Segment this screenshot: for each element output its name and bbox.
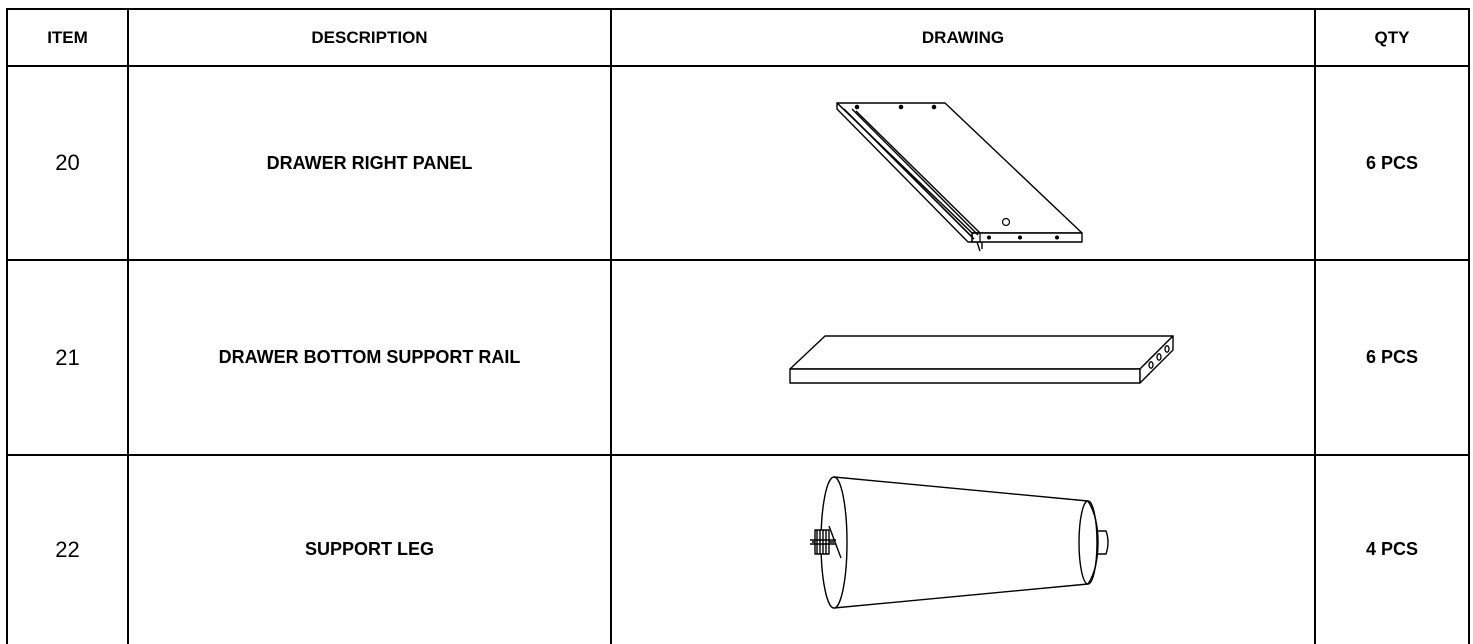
table-row: 22 SUPPORT LEG <box>6 453 1470 644</box>
item-number: 22 <box>6 453 129 644</box>
header-row: ITEM DESCRIPTION DRAWING QTY <box>6 7 1470 68</box>
header-qty: QTY <box>1314 7 1470 68</box>
support-leg-drawing <box>810 476 1109 609</box>
item-quantity: 6 PCS <box>1314 259 1470 456</box>
parts-table: ITEM DESCRIPTION DRAWING QTY 20 DRAWER R… <box>6 7 1470 644</box>
table-row: 21 DRAWER BOTTOM SUPPORT RAIL 6 PCS <box>6 259 1470 456</box>
header-description: DESCRIPTION <box>127 7 612 68</box>
item-quantity: 4 PCS <box>1314 453 1470 644</box>
item-drawing <box>610 453 1316 644</box>
item-description: SUPPORT LEG <box>127 453 612 644</box>
header-drawing: DRAWING <box>610 7 1316 68</box>
item-quantity: 6 PCS <box>1314 65 1470 262</box>
item-number: 21 <box>6 259 129 456</box>
item-drawing <box>610 259 1316 456</box>
item-number: 20 <box>6 65 129 262</box>
item-drawing <box>610 65 1316 262</box>
header-item: ITEM <box>6 7 129 68</box>
item-description: DRAWER RIGHT PANEL <box>127 65 612 262</box>
item-description: DRAWER BOTTOM SUPPORT RAIL <box>127 259 612 456</box>
drawer-right-panel-drawing <box>836 102 1083 252</box>
table-row: 20 DRAWER RIGHT PANEL <box>6 65 1470 262</box>
support-rail-drawing <box>789 334 1174 384</box>
